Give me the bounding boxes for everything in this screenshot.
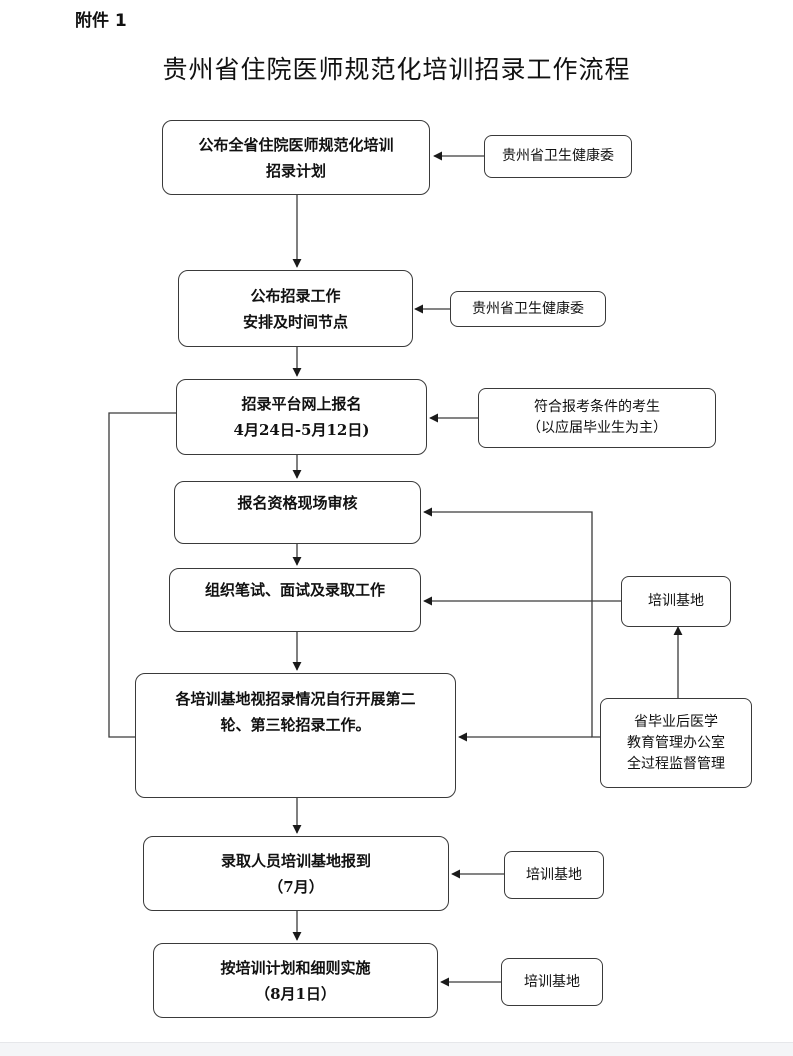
side-training-base-exam: 培训基地 <box>621 576 731 627</box>
side-health-commission-1-text: 贵州省卫生健康委 <box>502 148 614 164</box>
step-exam-admission-line-1: 组织笔试、面试及录取工作 <box>204 581 385 599</box>
side-eligible-candidates-line-1: 符合报考条件的考生 <box>534 399 660 415</box>
step-online-registration-line-2: 4月24日-5月12日) <box>233 421 370 439</box>
step-exam-admission: 组织笔试、面试及录取工作 <box>169 568 421 632</box>
arrow-office-to-step4 <box>423 507 600 738</box>
loop-step6-to-step3 <box>108 412 176 738</box>
side-eligible-candidates: 符合报考条件的考生 （以应届毕业生为主） <box>478 388 716 448</box>
step-publish-plan-line-2: 招录计划 <box>265 161 326 180</box>
step-report-to-base-line-2: （7月） <box>268 877 324 896</box>
step-publish-schedule-line-1: 公布招录工作 <box>250 286 341 305</box>
step-implement-training-line-1: 按培训计划和细则实施 <box>220 958 371 977</box>
side-training-base-report-text: 培训基地 <box>526 866 582 883</box>
attachment-label: 附件 1 <box>75 11 127 31</box>
side-supervision-office-line-1: 省毕业后医学 <box>634 713 718 730</box>
side-training-base-report: 培训基地 <box>504 851 604 899</box>
step-report-to-base: 录取人员培训基地报到 （7月） <box>143 836 449 911</box>
step-report-to-base-line-1: 录取人员培训基地报到 <box>220 851 371 870</box>
page-footer-bar <box>0 1042 793 1056</box>
step-onsite-review-line-1: 报名资格现场审核 <box>237 494 358 512</box>
side-supervision-office: 省毕业后医学 教育管理办公室 全过程监督管理 <box>600 698 752 788</box>
step-publish-schedule-line-2: 安排及时间节点 <box>242 312 348 331</box>
side-supervision-office-line-2: 教育管理办公室 <box>627 734 725 751</box>
step-additional-rounds-line-2: 轮、第三轮招录工作。 <box>220 716 371 734</box>
step-additional-rounds: 各培训基地视招录情况自行开展第二 轮、第三轮招录工作。 <box>135 673 456 798</box>
step-online-registration: 招录平台网上报名 4月24日-5月12日) <box>176 379 427 455</box>
side-health-commission-1: 贵州省卫生健康委 <box>484 135 632 178</box>
side-eligible-candidates-line-2: （以应届毕业生为主） <box>527 420 667 436</box>
step-onsite-review: 报名资格现场审核 <box>174 481 421 544</box>
side-supervision-office-line-3: 全过程监督管理 <box>627 755 725 772</box>
step-implement-training-line-2: （8月1日） <box>255 984 336 1003</box>
step-publish-schedule: 公布招录工作 安排及时间节点 <box>178 270 413 347</box>
page-title: 贵州省住院医师规范化培训招录工作流程 <box>162 55 631 84</box>
side-training-base-implement-text: 培训基地 <box>524 973 580 990</box>
side-health-commission-2-text: 贵州省卫生健康委 <box>472 300 584 317</box>
step-implement-training: 按培训计划和细则实施 （8月1日） <box>153 943 438 1018</box>
side-training-base-exam-text: 培训基地 <box>648 593 704 609</box>
step-additional-rounds-line-1: 各培训基地视招录情况自行开展第二 <box>175 690 416 708</box>
step-publish-plan: 公布全省住院医师规范化培训 招录计划 <box>162 120 430 195</box>
side-health-commission-2: 贵州省卫生健康委 <box>450 291 606 327</box>
step-publish-plan-line-1: 公布全省住院医师规范化培训 <box>198 135 394 154</box>
side-training-base-implement: 培训基地 <box>501 958 603 1006</box>
step-online-registration-line-1: 招录平台网上报名 <box>241 395 362 413</box>
